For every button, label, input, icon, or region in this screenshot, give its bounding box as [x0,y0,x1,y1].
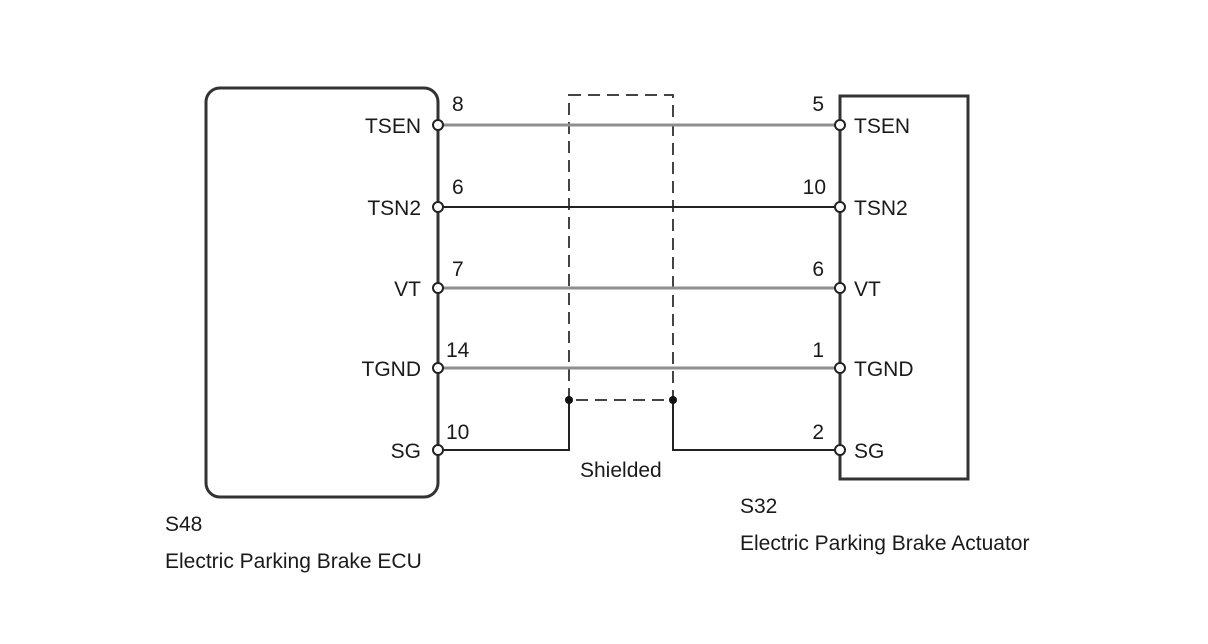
actuator-signal-label: SG [854,440,884,463]
ecu-pin-number: 8 [452,93,464,116]
actuator-signal-label: TGND [854,358,914,381]
shield-label: Shielded [580,459,662,482]
ecu-pin-number: 14 [446,339,470,362]
actuator-pin-terminal [834,444,846,456]
actuator-signal-label: TSN2 [854,197,908,220]
ecu-pin-terminal [432,201,444,213]
ecu-signal-label: TSEN [365,115,421,138]
ecu-signal-label: TSN2 [367,197,421,220]
ecu-pin-terminal [432,282,444,294]
actuator-pin-terminal [834,201,846,213]
ecu-name: Electric Parking Brake ECU [165,550,422,573]
ecu-signal-label: VT [394,278,421,301]
actuator-pin-terminal [834,119,846,131]
ecu-pin-number: 10 [446,421,469,444]
ecu-pin-number: 7 [452,258,464,281]
actuator-pin-number: 1 [812,339,824,362]
actuator-signal-label: TSEN [854,115,910,138]
ecu-signal-label: TGND [362,358,422,381]
wire-sg-right [672,400,840,451]
ecu-signal-label: SG [391,440,421,463]
shield-junction-dot [669,396,677,404]
actuator-pin-number: 2 [812,421,824,444]
ecu-pin-number: 6 [452,176,464,199]
shield-junction-dot [565,396,573,404]
ecu-pin-terminal [432,119,444,131]
actuator-pin-terminal [834,282,846,294]
shield-outline [568,94,674,401]
actuator-pin-number: 10 [803,176,826,199]
ecu-pin-terminal [432,362,444,374]
actuator-name: Electric Parking Brake Actuator [740,532,1029,555]
ecu-pin-terminal [432,444,444,456]
actuator-code: S32 [740,495,777,518]
wire-sg-left [438,400,570,451]
ecu-code: S48 [165,513,202,536]
actuator-pin-number: 5 [812,93,824,116]
actuator-pin-terminal [834,362,846,374]
actuator-pin-number: 6 [812,258,824,281]
actuator-signal-label: VT [854,278,881,301]
